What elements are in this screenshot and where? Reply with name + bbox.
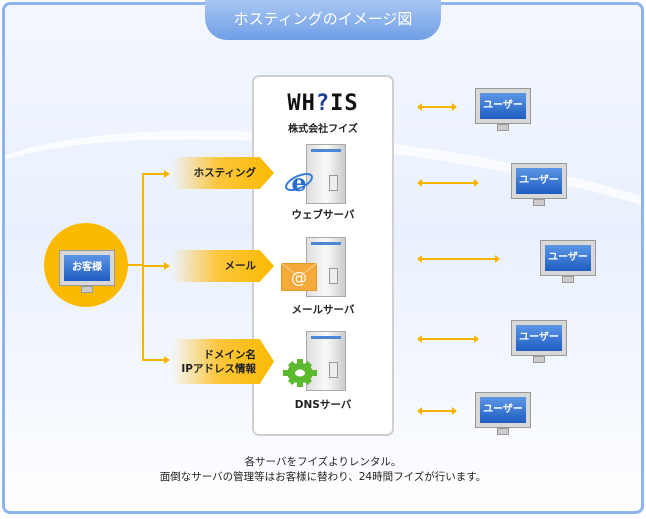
user-monitor: ユーザー bbox=[475, 392, 531, 436]
mail-at-icon: @ bbox=[281, 263, 317, 291]
arrowhead bbox=[164, 170, 174, 178]
user-label: ユーザー bbox=[480, 93, 526, 119]
service-banner-mail: メール bbox=[172, 250, 274, 282]
double-arrow bbox=[417, 179, 479, 187]
connector bbox=[142, 265, 166, 267]
web-server-icon bbox=[306, 144, 346, 204]
diagram-title: ホスティングのイメージ図 bbox=[205, 0, 441, 40]
caption-line: 各サーバをフイズよりレンタル。 bbox=[244, 456, 402, 468]
user-label: ユーザー bbox=[516, 325, 562, 351]
internet-explorer-icon: e bbox=[285, 168, 313, 197]
connector bbox=[142, 173, 144, 361]
user-monitor: ユーザー bbox=[511, 163, 567, 207]
user-monitor: ユーザー bbox=[475, 88, 531, 132]
dns-server-label: DNSサーバ bbox=[294, 399, 352, 411]
connector bbox=[142, 359, 166, 361]
dns-server-icon bbox=[306, 331, 346, 391]
customer-label: お客様 bbox=[64, 255, 110, 281]
double-arrow bbox=[417, 407, 457, 415]
user-monitor: ユーザー bbox=[540, 240, 596, 284]
whois-logo: WH?IS bbox=[287, 91, 359, 116]
svg-text:@: @ bbox=[291, 268, 307, 287]
service-label: メール bbox=[224, 260, 257, 272]
user-monitor: ユーザー bbox=[511, 320, 567, 364]
service-label: ホスティング bbox=[193, 167, 256, 179]
arrowhead bbox=[164, 356, 174, 364]
web-server-label: ウェブサーバ bbox=[291, 209, 355, 221]
gear-icon bbox=[283, 359, 317, 387]
caption-line: 面倒なサーバの管理等はお客様に替わり、24時間フイズが行います。 bbox=[159, 471, 487, 483]
caption: 各サーバをフイズよりレンタル。 面倒なサーバの管理等はお客様に替わり、24時間フ… bbox=[0, 455, 646, 485]
arrowhead bbox=[164, 262, 174, 270]
user-label: ユーザー bbox=[516, 168, 562, 194]
svg-text:e: e bbox=[291, 168, 306, 197]
double-arrow bbox=[417, 335, 479, 343]
double-arrow bbox=[417, 103, 457, 111]
service-banner-hosting: ホスティング bbox=[172, 157, 274, 189]
user-label: ユーザー bbox=[480, 397, 526, 423]
customer-monitor: お客様 bbox=[59, 250, 115, 294]
company-name: 株式会社フイズ bbox=[288, 124, 358, 135]
user-label: ユーザー bbox=[545, 245, 591, 271]
double-arrow bbox=[417, 255, 500, 263]
connector bbox=[142, 173, 166, 175]
connector bbox=[128, 264, 144, 266]
mail-server-label: メールサーバ bbox=[291, 304, 355, 316]
